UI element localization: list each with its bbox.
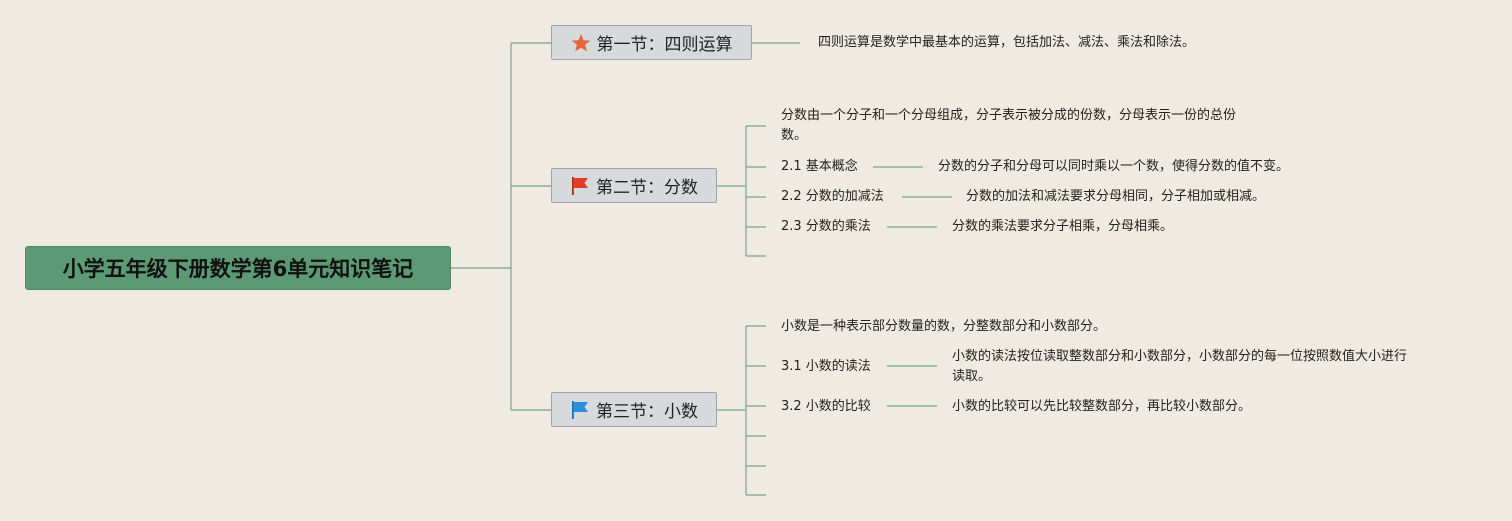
star-icon [571, 33, 591, 53]
section-2-intro-line1: 分数由一个分子和一个分母组成，分子表示被分成的份数，分母表示一份的总份 [781, 108, 1237, 123]
section-1-title: 第一节：四则运算 [596, 35, 733, 55]
subtopic-2-2-label[interactable]: 2.2 分数的加减法 [781, 189, 884, 204]
blue-flag-icon [570, 400, 590, 420]
section-2-intro-line2: 数。 [781, 128, 808, 143]
section-1-topic[interactable]: 第一节：四则运算 [551, 25, 752, 60]
section-3-intro: 小数是一种表示部分数量的数，分整数部分和小数部分。 [781, 319, 1107, 334]
section-2-title: 第二节：分数 [596, 178, 698, 198]
subtopic-3-1-note-line2: 读取。 [952, 369, 992, 384]
root-topic-title: 小学五年级下册数学第6单元知识笔记 [62, 257, 414, 281]
subtopic-2-3-note: 分数的乘法要求分子相乘，分母相乘。 [952, 219, 1174, 234]
subtopic-2-3-label[interactable]: 2.3 分数的乘法 [781, 219, 871, 234]
red-flag-icon [570, 176, 590, 196]
section-1-note: 四则运算是数学中最基本的运算，包括加法、减法、乘法和除法。 [818, 35, 1196, 50]
root-topic[interactable]: 小学五年级下册数学第6单元知识笔记 [25, 246, 451, 290]
subtopic-2-2-note: 分数的加法和减法要求分母相同，分子相加或相减。 [966, 189, 1266, 204]
section-2-topic[interactable]: 第二节：分数 [551, 168, 717, 203]
subtopic-3-1-label[interactable]: 3.1 小数的读法 [781, 359, 871, 374]
section-3-topic[interactable]: 第三节：小数 [551, 392, 717, 427]
section-3-title: 第三节：小数 [596, 402, 698, 422]
subtopic-3-2-note: 小数的比较可以先比较整数部分，再比较小数部分。 [952, 399, 1252, 414]
subtopic-3-1-note-line1: 小数的读法按位读取整数部分和小数部分，小数部分的每一位按照数值大小进行 [952, 349, 1408, 364]
subtopic-2-1-note: 分数的分子和分母可以同时乘以一个数，使得分数的值不变。 [938, 159, 1290, 174]
subtopic-3-2-label[interactable]: 3.2 小数的比较 [781, 399, 871, 414]
subtopic-2-1-label[interactable]: 2.1 基本概念 [781, 159, 858, 174]
